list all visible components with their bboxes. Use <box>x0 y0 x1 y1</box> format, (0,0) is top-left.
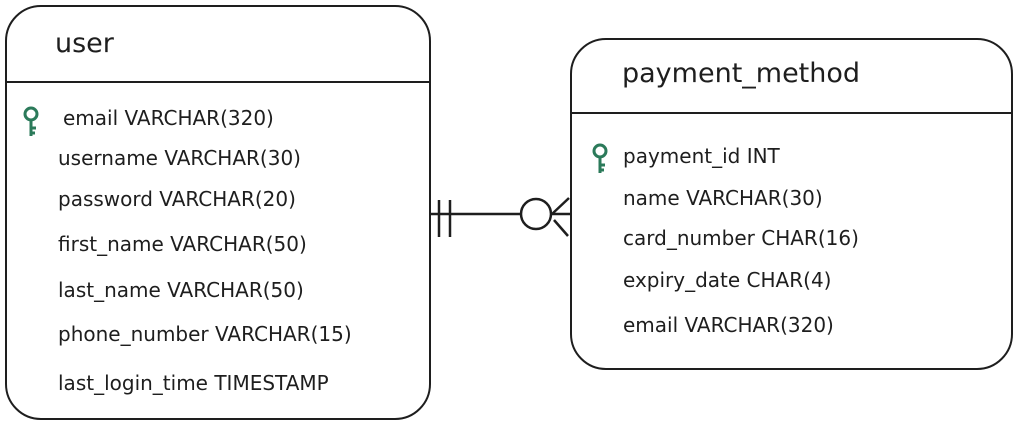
field-row: last_login_time TIMESTAMP <box>58 371 329 395</box>
field-row: last_name VARCHAR(50) <box>58 278 304 302</box>
field-row: card_number CHAR(16) <box>623 226 859 250</box>
field-row: payment_id INT <box>623 144 780 168</box>
field-row: name VARCHAR(30) <box>623 186 823 210</box>
field-row: email VARCHAR(320) <box>63 106 274 130</box>
zero-marker <box>519 197 553 231</box>
field-row: username VARCHAR(30) <box>58 146 301 170</box>
many-marker <box>551 197 570 215</box>
field-row: password VARCHAR(20) <box>58 187 296 211</box>
payment-header-divider <box>571 112 1012 114</box>
entity-title: user <box>55 28 114 59</box>
many-marker <box>553 219 569 237</box>
entity-payment-method[interactable] <box>570 38 1013 370</box>
user-header-divider <box>6 81 430 83</box>
entity-title: payment_method <box>622 58 861 89</box>
primary-key-icon <box>23 106 39 136</box>
field-row: email VARCHAR(320) <box>623 313 834 337</box>
field-row: first_name VARCHAR(50) <box>58 232 307 256</box>
entity-user[interactable] <box>5 5 431 420</box>
field-row: expiry_date CHAR(4) <box>623 268 832 292</box>
field-row: phone_number VARCHAR(15) <box>58 322 352 346</box>
primary-key-icon <box>592 143 608 173</box>
